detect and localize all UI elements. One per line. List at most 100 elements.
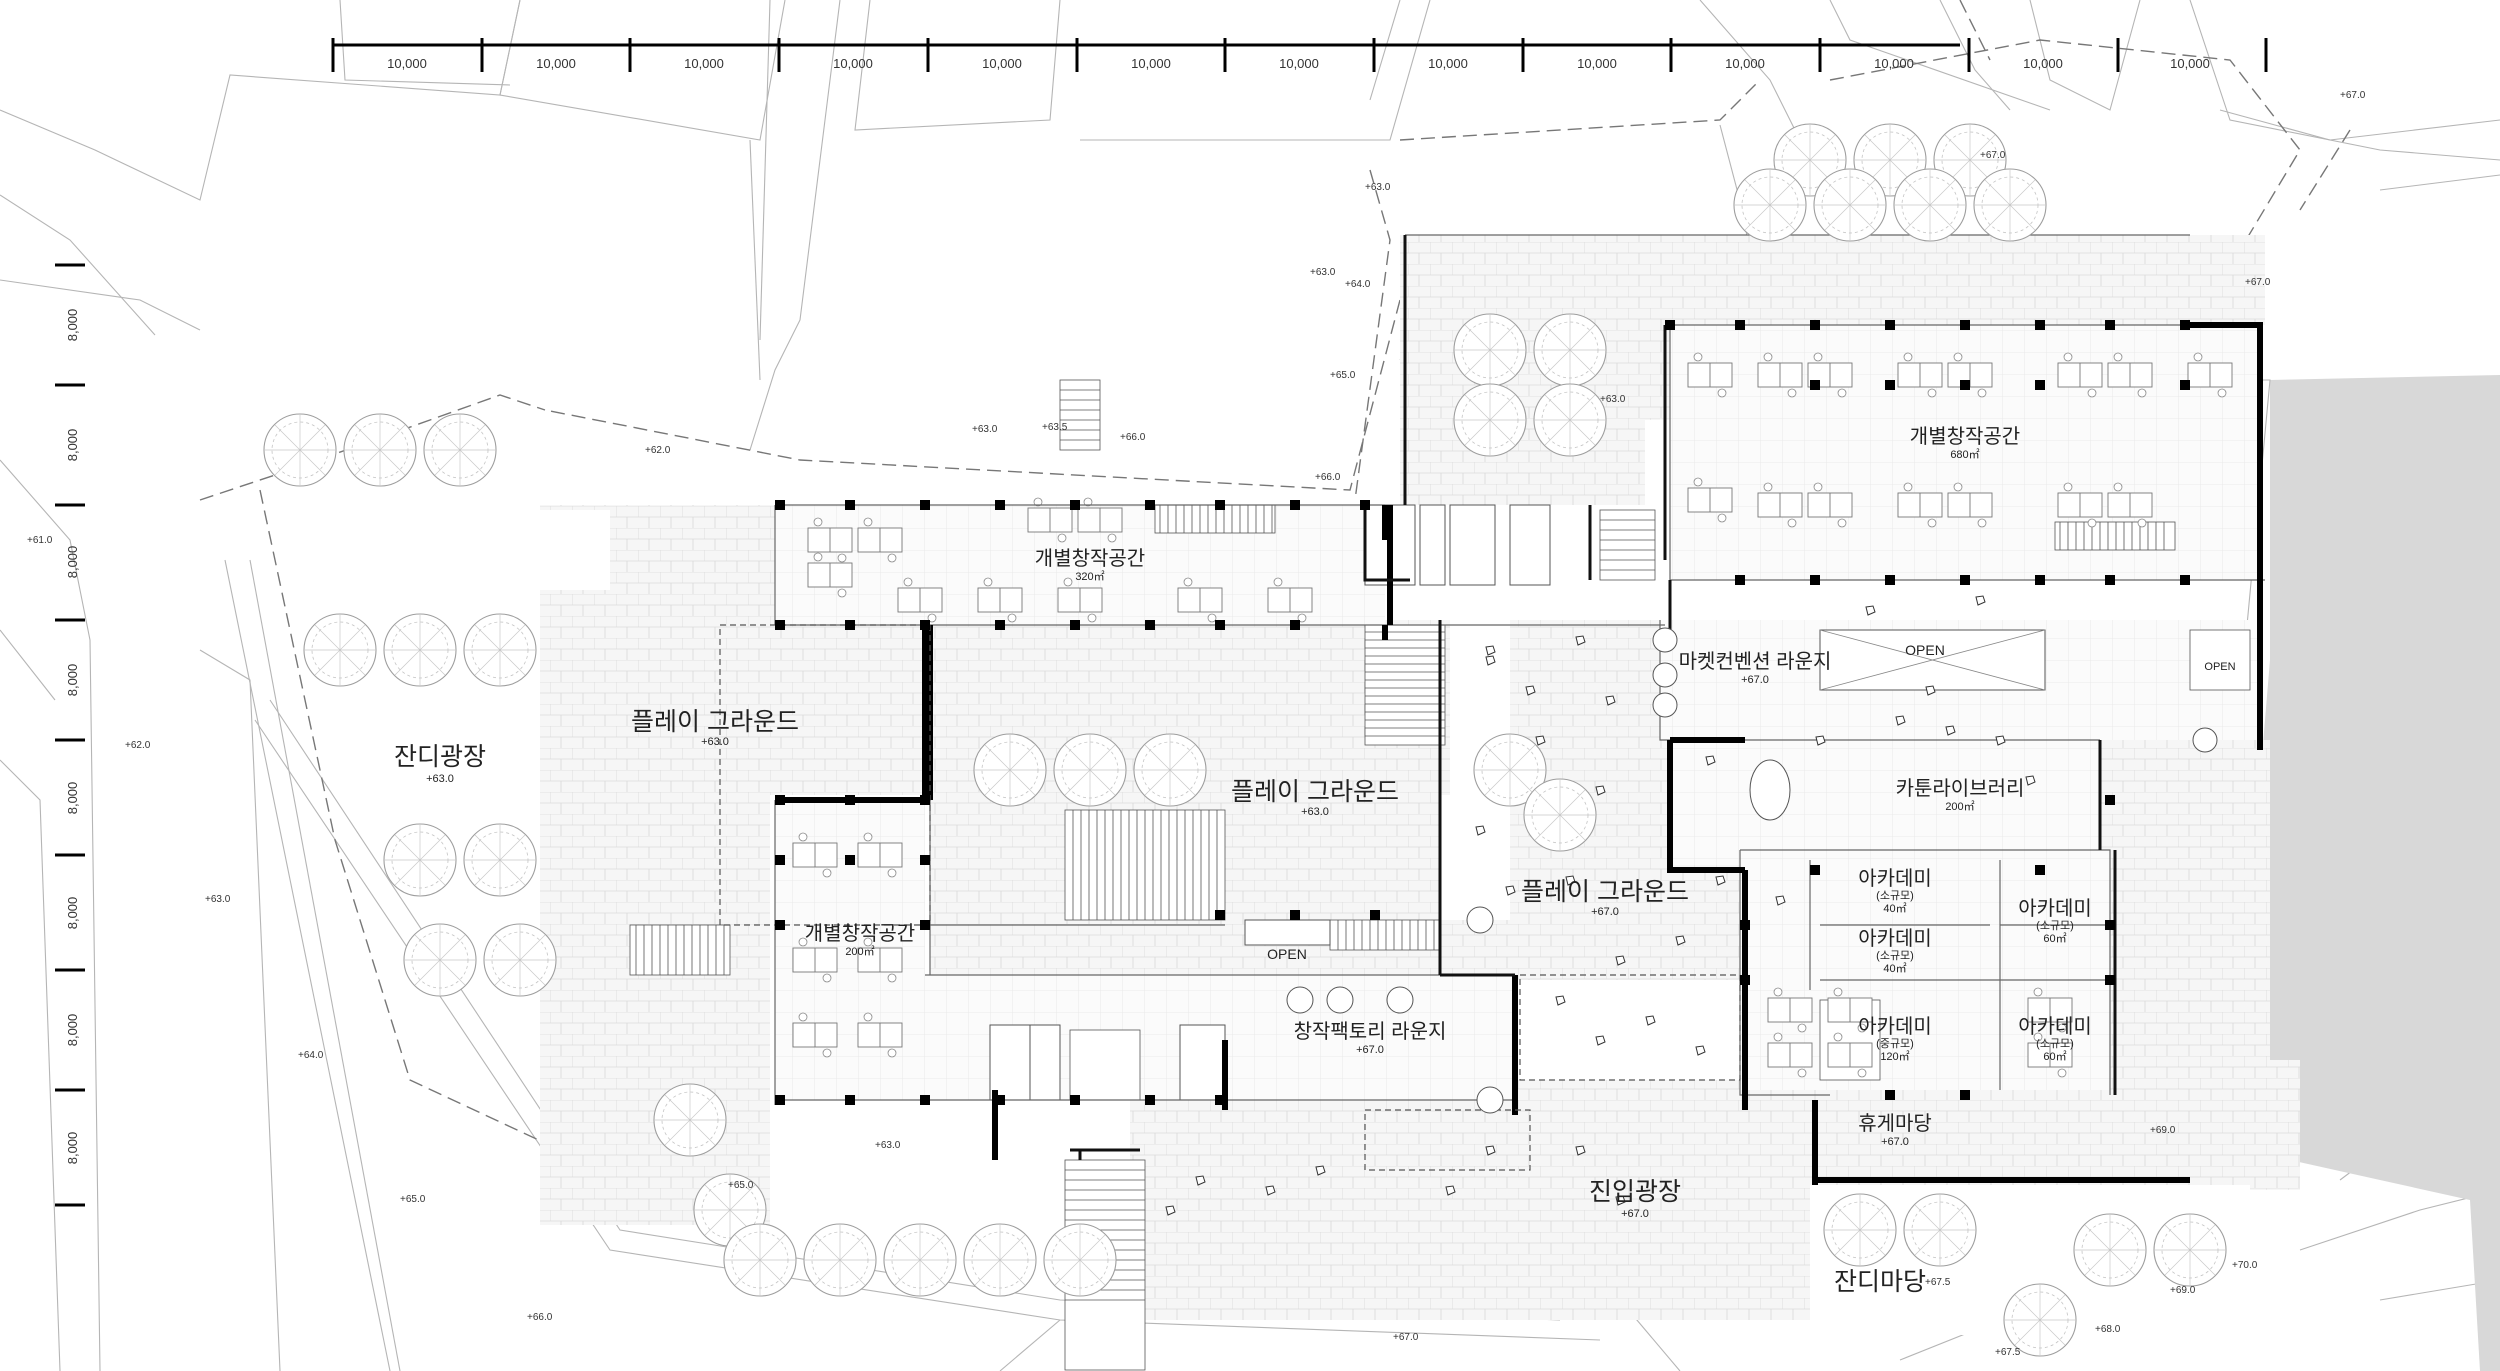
room-name-academy-5: 아카데미 bbox=[2018, 1015, 2092, 1038]
room-size-academy-3: (소규모) bbox=[2036, 919, 2074, 932]
dim-label: 8,000 bbox=[65, 429, 80, 462]
room-level-entry-plaza: +67.0 bbox=[1621, 1208, 1649, 1220]
spot-level: +61.0 bbox=[27, 535, 53, 546]
room-size-academy-2: (소규모) bbox=[1876, 949, 1914, 962]
room-name-rest-yard: 휴게마당 bbox=[1858, 1112, 1932, 1135]
room-name-cartoon-library: 카툰라이브러리 bbox=[1896, 777, 2025, 800]
dim-label: 8,000 bbox=[65, 897, 80, 930]
spot-level: +67.5 bbox=[1995, 1347, 2021, 1358]
room-level-lawn-plaza: +63.0 bbox=[426, 773, 454, 785]
room-name-workspace-320: 개별창작공간 bbox=[1035, 547, 1145, 570]
dim-label: 10,000 bbox=[536, 56, 576, 71]
spot-level: +63.0 bbox=[1600, 394, 1626, 405]
room-name-academy-1: 아카데미 bbox=[1858, 867, 1932, 890]
open-label: OPEN bbox=[1905, 642, 1945, 658]
dim-label: 10,000 bbox=[2170, 56, 2210, 71]
spot-level: +63.0 bbox=[972, 424, 998, 435]
room-name-workspace-680: 개별창작공간 bbox=[1910, 425, 2020, 448]
room-area-workspace-320: 320㎡ bbox=[1075, 570, 1104, 583]
left-dimension-labels: 8,000 8,000 8,000 8,000 8,000 8,000 8,00… bbox=[65, 309, 80, 1165]
top-dimension-bar bbox=[331, 38, 2268, 72]
room-name-academy-3: 아카데미 bbox=[2018, 897, 2092, 920]
room-name-playground-main: 플레이 그라운드 bbox=[1231, 778, 1399, 806]
top-dimension-labels: 10,000 10,000 10,000 10,000 10,000 10,00… bbox=[387, 56, 2210, 71]
spot-level: +68.0 bbox=[2095, 1324, 2121, 1335]
dim-label: 10,000 bbox=[387, 56, 427, 71]
room-name-playground-east: 플레이 그라운드 bbox=[1521, 878, 1689, 906]
dim-label: 10,000 bbox=[982, 56, 1022, 71]
slope-area bbox=[2230, 375, 2500, 1371]
open-label: OPEN bbox=[2204, 661, 2235, 673]
dim-label: 8,000 bbox=[65, 664, 80, 697]
room-name-lawn-plaza: 잔디광장 bbox=[394, 743, 486, 771]
room-level-rest-yard: +67.0 bbox=[1881, 1136, 1909, 1148]
spot-level: +62.0 bbox=[125, 740, 151, 751]
room-name-lawn-yard: 잔디마당 bbox=[1834, 1268, 1926, 1296]
spot-level: +65.0 bbox=[1330, 370, 1356, 381]
open-boundaries bbox=[719, 624, 2046, 1171]
room-area-workspace-200: 200㎡ bbox=[845, 945, 874, 958]
room-name-factory-lounge: 창작팩토리 라운지 bbox=[1294, 1020, 1447, 1043]
dim-label: 10,000 bbox=[1131, 56, 1171, 71]
dim-label: 10,000 bbox=[1874, 56, 1914, 71]
spot-level: +67.0 bbox=[2340, 90, 2366, 101]
dim-label: 8,000 bbox=[65, 1014, 80, 1047]
stairs bbox=[629, 379, 2251, 1371]
spot-level: +65.0 bbox=[400, 1194, 426, 1205]
spot-level: +65.0 bbox=[728, 1180, 754, 1191]
spot-level: +63.5 bbox=[1042, 422, 1068, 433]
room-size-academy-5: (소규모) bbox=[2036, 1037, 2074, 1050]
open-labels: OPEN OPEN OPEN bbox=[1267, 642, 2235, 962]
room-area-academy-5: 60㎡ bbox=[2043, 1050, 2066, 1063]
room-name-workspace-200: 개별창작공간 bbox=[805, 922, 915, 945]
room-level-playground-west: +63.0 bbox=[701, 736, 729, 748]
spot-level: +67.0 bbox=[1393, 1332, 1419, 1343]
dim-label: 8,000 bbox=[65, 546, 80, 579]
dim-label: 10,000 bbox=[1428, 56, 1468, 71]
spot-level: +69.0 bbox=[2170, 1285, 2196, 1296]
room-name-entry-plaza: 진입광장 bbox=[1589, 1178, 1681, 1206]
room-level-playground-main: +63.0 bbox=[1301, 806, 1329, 818]
spot-level: +67.0 bbox=[2245, 277, 2271, 288]
dim-label: 10,000 bbox=[1279, 56, 1319, 71]
spot-level: +70.0 bbox=[2232, 1260, 2258, 1271]
spot-level: +66.0 bbox=[527, 1312, 553, 1323]
lounge-details bbox=[1286, 627, 2218, 1114]
spot-level: +69.0 bbox=[2150, 1125, 2176, 1136]
dim-label: 10,000 bbox=[684, 56, 724, 71]
spot-level: +67.0 bbox=[1980, 150, 2006, 161]
room-labels: 개별창작공간 320㎡ 개별창작공간 680㎡ 개별창작공간 200㎡ 플레이 … bbox=[394, 425, 2092, 1296]
room-level-lawn-yard: +67.5 bbox=[1925, 1277, 1951, 1288]
room-name-academy-2: 아카데미 bbox=[1858, 927, 1932, 950]
room-name-playground-west: 플레이 그라운드 bbox=[631, 708, 799, 736]
room-level-factory-lounge: +67.0 bbox=[1356, 1044, 1384, 1056]
dim-label: 10,000 bbox=[2023, 56, 2063, 71]
dim-label: 8,000 bbox=[65, 309, 80, 342]
spot-level: +66.0 bbox=[1315, 472, 1341, 483]
spot-level: +63.0 bbox=[1310, 267, 1336, 278]
spot-levels: +63.0 +64.0 +65.0 +66.0 +63.0 +63.5 +66.… bbox=[27, 90, 2366, 1358]
spot-level: +63.0 bbox=[205, 894, 231, 905]
room-name-academy-4: 아카데미 bbox=[1858, 1015, 1932, 1038]
spot-level: +63.0 bbox=[1365, 182, 1391, 193]
room-size-academy-1: (소규모) bbox=[1876, 889, 1914, 902]
spot-level: +64.0 bbox=[1345, 279, 1371, 290]
dim-label: 10,000 bbox=[1725, 56, 1765, 71]
dim-label: 8,000 bbox=[65, 1132, 80, 1165]
left-dimension-bar bbox=[55, 263, 85, 1207]
spot-level: +62.0 bbox=[645, 445, 671, 456]
room-area-academy-1: 40㎡ bbox=[1883, 902, 1906, 915]
dim-label: 10,000 bbox=[1577, 56, 1617, 71]
dim-label: 8,000 bbox=[65, 782, 80, 815]
room-area-academy-2: 40㎡ bbox=[1883, 962, 1906, 975]
room-name-market-lounge: 마켓컨벤션 라운지 bbox=[1679, 650, 1832, 673]
spot-level: +63.0 bbox=[875, 1140, 901, 1151]
room-size-academy-4: (중규모) bbox=[1876, 1038, 1914, 1050]
dim-label: 10,000 bbox=[833, 56, 873, 71]
spot-level: +64.0 bbox=[298, 1050, 324, 1061]
open-label: OPEN bbox=[1267, 946, 1307, 962]
room-level-playground-east: +67.0 bbox=[1591, 906, 1619, 918]
spot-level: +66.0 bbox=[1120, 432, 1146, 443]
room-level-market-lounge: +67.0 bbox=[1741, 674, 1769, 686]
